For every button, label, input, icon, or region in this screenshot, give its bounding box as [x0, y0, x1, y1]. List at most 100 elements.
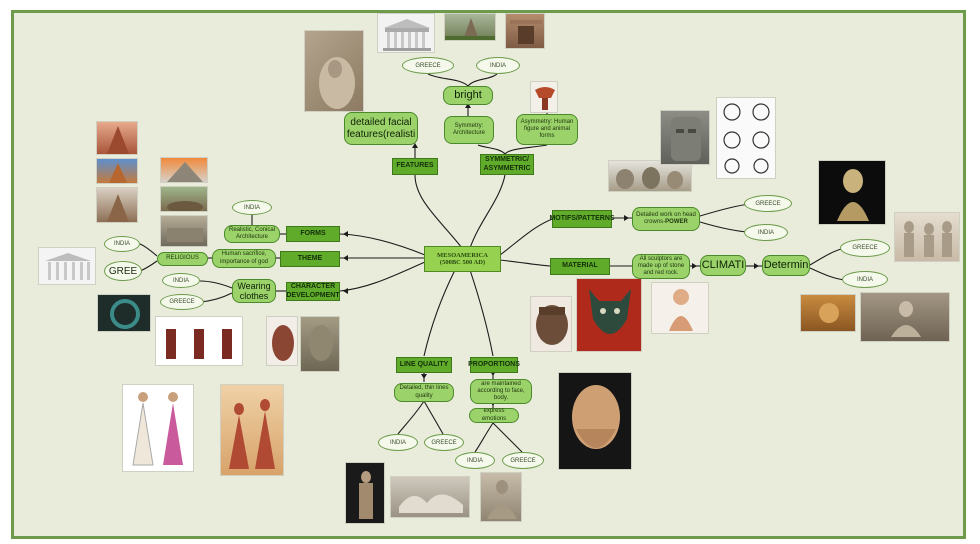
link-thin-pills — [397, 400, 444, 435]
note-religious[interactable]: RELIGIOUS — [157, 252, 208, 266]
pill-india-wearing[interactable]: INDIA — [162, 273, 200, 288]
note-detailed-facial-features[interactable]: detailed facial features(realisti — [344, 112, 418, 145]
image-greek-temple-left — [38, 247, 96, 285]
node-material-label: MATERIAL — [562, 262, 598, 270]
link-center-character — [339, 261, 426, 292]
note-climate-label: CLIMATI — [701, 259, 745, 272]
node-symmetric-asymmetric[interactable]: SYMMETRIC/ ASYMMETRIC — [480, 154, 534, 175]
note-prop-line-1: are maintained — [481, 380, 521, 387]
link-religious-pills — [139, 243, 158, 272]
central-topic-period: (500BC 500 AD) — [439, 259, 486, 266]
node-proportions-label: PROPORTIONS — [468, 360, 520, 368]
note-head-line-1: Detailed work on head — [636, 211, 696, 218]
pill-gree-religious[interactable]: GREE — [104, 261, 142, 281]
central-topic-mesoamerica[interactable]: MESOAMERICA (500BC 500 AD) — [424, 246, 501, 272]
image-clay-figurine — [651, 282, 709, 334]
node-theme-label: THEME — [297, 254, 323, 262]
pill-india-top-label: INDIA — [489, 62, 506, 69]
node-character-development[interactable]: CHARACTER DEVELOPMENT — [286, 282, 340, 301]
image-seated-buddha — [480, 472, 522, 522]
pill-india-religious[interactable]: INDIA — [104, 236, 140, 252]
note-express-emotions[interactable]: express emotions — [469, 408, 519, 423]
note-thin-lines[interactable]: Detailed, thin lines quality — [394, 383, 454, 402]
pill-greece-wearing[interactable]: GREECE — [160, 294, 204, 310]
node-features-label: FEATURES — [396, 162, 434, 170]
note-sacrifice-line-2: importance of god — [219, 258, 269, 265]
note-proportions-maintained[interactable]: are maintained according to face, body. — [470, 379, 532, 404]
node-character-label-1: CHARACTER — [290, 283, 336, 291]
pill-greece-material-label: GREECE — [852, 245, 878, 251]
node-motifs-patterns[interactable]: MOTIFS/PATTERNS — [549, 210, 615, 228]
note-bright-label: bright — [454, 89, 482, 102]
node-theme[interactable]: THEME — [280, 251, 340, 267]
image-temple-entrance-top — [505, 13, 545, 49]
image-bird-sculpture — [530, 81, 558, 113]
pill-greece-top[interactable]: GREECE — [402, 57, 454, 74]
image-indian-painting — [220, 384, 284, 476]
node-proportions[interactable]: PROPORTIONS — [468, 357, 520, 373]
image-olmec-head — [530, 296, 572, 352]
pill-greece-material[interactable]: GREECE — [840, 239, 890, 257]
link-center-forms — [339, 233, 426, 256]
pill-greece-motifs-label: GREECE — [755, 200, 781, 207]
image-greek-relief-figures — [894, 212, 960, 262]
link-head-pills — [699, 203, 751, 233]
pill-india-proportions[interactable]: INDIA — [455, 452, 495, 469]
image-stone-buddha-standing — [345, 462, 385, 524]
node-forms[interactable]: FORMS — [286, 226, 340, 242]
note-head-line-2: crowns-POWER — [644, 219, 688, 226]
image-stone-heads — [608, 160, 692, 192]
image-greek-temple-top — [377, 13, 435, 53]
note-sculptors-line-1: All sculptors are — [639, 255, 683, 262]
node-material[interactable]: MATERIAL — [550, 258, 610, 275]
pill-india-forms-label: INDIA — [243, 204, 260, 211]
image-golden-relief — [800, 294, 856, 332]
pill-greece-wearing-label: GREECE — [169, 299, 195, 305]
note-sym-line-1: Symmetry: — [454, 122, 484, 129]
note-wearing-clothes[interactable]: Wearing clothes — [232, 279, 276, 303]
pill-india-material[interactable]: INDIA — [842, 271, 888, 288]
node-line-quality[interactable]: LINE QUALITY — [396, 357, 452, 373]
note-sculptors-stone[interactable]: All sculptors are made up of stone and r… — [632, 254, 690, 279]
note-head-crowns-power[interactable]: Detailed work on head crowns-POWER — [632, 207, 700, 231]
pill-india-forms[interactable]: INDIA — [232, 200, 272, 215]
note-determin[interactable]: Determin — [762, 255, 810, 276]
image-serpent-sculpture — [97, 294, 151, 332]
note-wearing-line-1: Wearing — [237, 280, 271, 291]
pill-greece-line-label: GREECE — [431, 439, 457, 446]
node-character-label-2: DEVELOPMENT — [286, 291, 340, 299]
note-prop-line-2: according to face, — [477, 387, 525, 394]
pill-greece-line-quality[interactable]: GREECE — [424, 434, 464, 451]
link-center-symmetric — [469, 174, 506, 249]
note-climate[interactable]: CLIMATI — [700, 255, 746, 276]
image-jade-mask — [576, 278, 642, 352]
link-center-material — [499, 259, 551, 267]
note-symmetry-architecture[interactable]: Symmetry: Architecture — [444, 116, 494, 144]
note-determin-label: Determin — [763, 259, 809, 272]
link-wearing-pills — [199, 280, 233, 303]
note-bright[interactable]: bright — [443, 86, 493, 105]
note-conical-line-2: Architecture — [235, 234, 268, 240]
note-human-sacrifice[interactable]: Human sacrifice, importance of god — [212, 249, 276, 268]
pill-greece-motifs[interactable]: GREECE — [744, 195, 792, 212]
pill-greece-proportions[interactable]: GREECE — [502, 452, 544, 469]
link-emotions-pills — [474, 422, 523, 453]
node-features[interactable]: FEATURES — [392, 158, 438, 175]
pill-india-top[interactable]: INDIA — [476, 57, 520, 74]
node-forms-label: FORMS — [300, 229, 326, 237]
note-realistic-conical[interactable]: Realistic, Conical Architecture — [224, 225, 280, 243]
note-thin-line-1: Detailed, thin lines — [399, 385, 449, 392]
pill-india-line-quality[interactable]: INDIA — [378, 434, 418, 451]
pill-india-motifs[interactable]: INDIA — [744, 224, 788, 241]
note-asymmetry-human-figure[interactable]: Asymmetry: Human figure and animal forms — [516, 114, 578, 145]
image-stone-ruins — [160, 215, 208, 247]
note-emotions-label: express emotions — [481, 408, 507, 422]
image-dark-deity-statue — [818, 160, 886, 225]
note-sculptors-line-3: and red rock. — [643, 270, 679, 277]
image-costume-figures — [155, 316, 243, 366]
pill-india-wearing-label: INDIA — [172, 277, 189, 284]
note-facial-line-2: features(realisti — [346, 128, 416, 140]
image-indian-temple-3 — [96, 187, 138, 223]
link-center-features — [414, 174, 463, 249]
